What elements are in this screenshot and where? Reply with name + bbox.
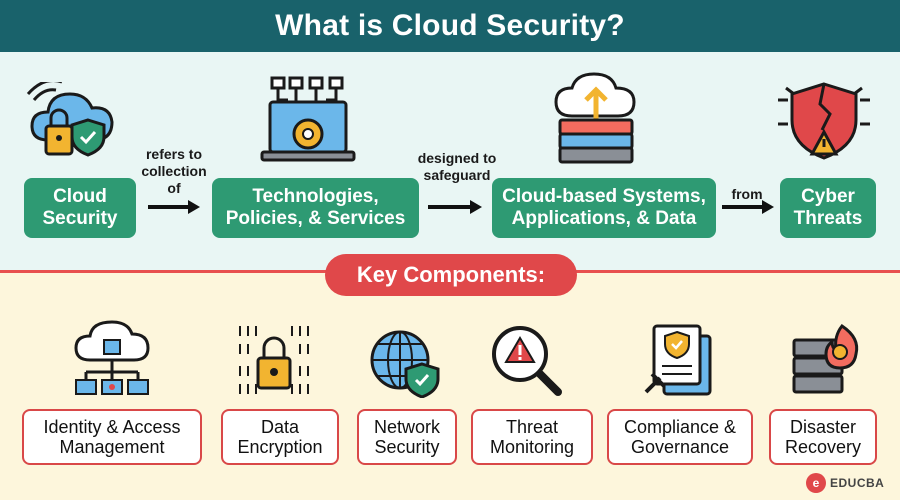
laptop-gear-icon	[260, 76, 356, 162]
page-title: What is Cloud Security?	[275, 9, 625, 42]
brand-logo: e EDUCBA	[806, 473, 884, 493]
component-data-encryption: Data Encryption	[221, 409, 339, 465]
header-bar: What is Cloud Security?	[0, 0, 900, 52]
cloud-server-upload-icon	[554, 72, 636, 164]
brand-name: EDUCBA	[830, 476, 885, 490]
arrow-right-icon	[148, 200, 200, 214]
flow-box-cyber-threats: Cyber Threats	[780, 178, 876, 238]
arrow-right-icon	[722, 200, 774, 214]
document-checklist-icon	[644, 324, 712, 396]
brand-mark-icon: e	[806, 473, 826, 493]
server-fire-icon	[792, 323, 859, 394]
connector-label-designed-to: designed to safeguard	[417, 150, 497, 183]
magnifier-warning-icon	[492, 326, 562, 396]
component-threat-monitoring: Threat Monitoring	[471, 409, 593, 465]
key-components-heading: Key Components:	[325, 254, 577, 296]
network-cloud-icon	[74, 320, 150, 395]
flow-box-technologies: Technologies, Policies, & Services	[212, 178, 419, 238]
globe-shield-icon	[370, 330, 440, 398]
component-network-security: Network Security	[357, 409, 457, 465]
flow-box-cloud-systems: Cloud-based Systems, Applications, & Dat…	[492, 178, 716, 238]
arrow-right-icon	[428, 200, 482, 214]
connector-label-from: from	[731, 186, 763, 202]
cloud-lock-icon	[26, 82, 114, 157]
component-compliance-governance: Compliance & Governance	[607, 409, 753, 465]
definition-section	[0, 52, 900, 270]
binary-lock-icon	[239, 326, 309, 394]
component-identity-access-management: Identity & Access Management	[22, 409, 202, 465]
connector-label-refers-to: refers to collection of	[141, 146, 207, 196]
flow-box-cloud-security: Cloud Security	[24, 178, 136, 238]
cracked-shield-virus-icon	[778, 82, 870, 160]
component-disaster-recovery: Disaster Recovery	[769, 409, 877, 465]
